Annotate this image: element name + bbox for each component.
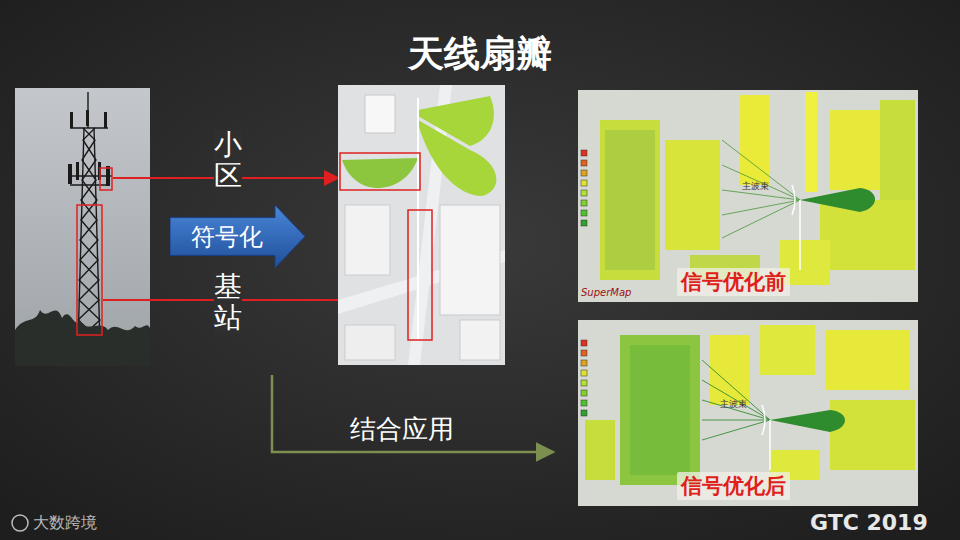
software-mark: SuperMap — [581, 287, 631, 298]
part-label: 基站 — [214, 272, 242, 334]
signal-view-before — [578, 90, 918, 302]
panel-caption: 信号优化后 — [677, 472, 790, 500]
flow-arrow — [272, 375, 553, 452]
beam-label: 主波束 — [720, 398, 747, 411]
event-logo: GTC 2019 — [810, 510, 928, 535]
beam-label: 主波束 — [742, 180, 769, 193]
map-image — [338, 85, 505, 365]
image-panel: 信号优化前 — [578, 90, 918, 302]
image-panel: 信号优化后 — [578, 320, 918, 506]
arrow-label: 符号化 — [191, 221, 263, 253]
tower-photo — [15, 88, 150, 366]
flow-label: 结合应用 — [350, 412, 454, 447]
slide-title: 天线扇瓣 — [0, 30, 960, 79]
watermark: 大数跨境 — [33, 513, 97, 534]
part-label: 小区 — [214, 130, 242, 192]
watermark-logo — [12, 515, 28, 531]
signal-view-after — [578, 320, 918, 506]
process-arrow: 符号化 — [170, 205, 305, 268]
arrow-body — [170, 205, 305, 268]
panel-caption: 信号优化前 — [677, 268, 790, 296]
